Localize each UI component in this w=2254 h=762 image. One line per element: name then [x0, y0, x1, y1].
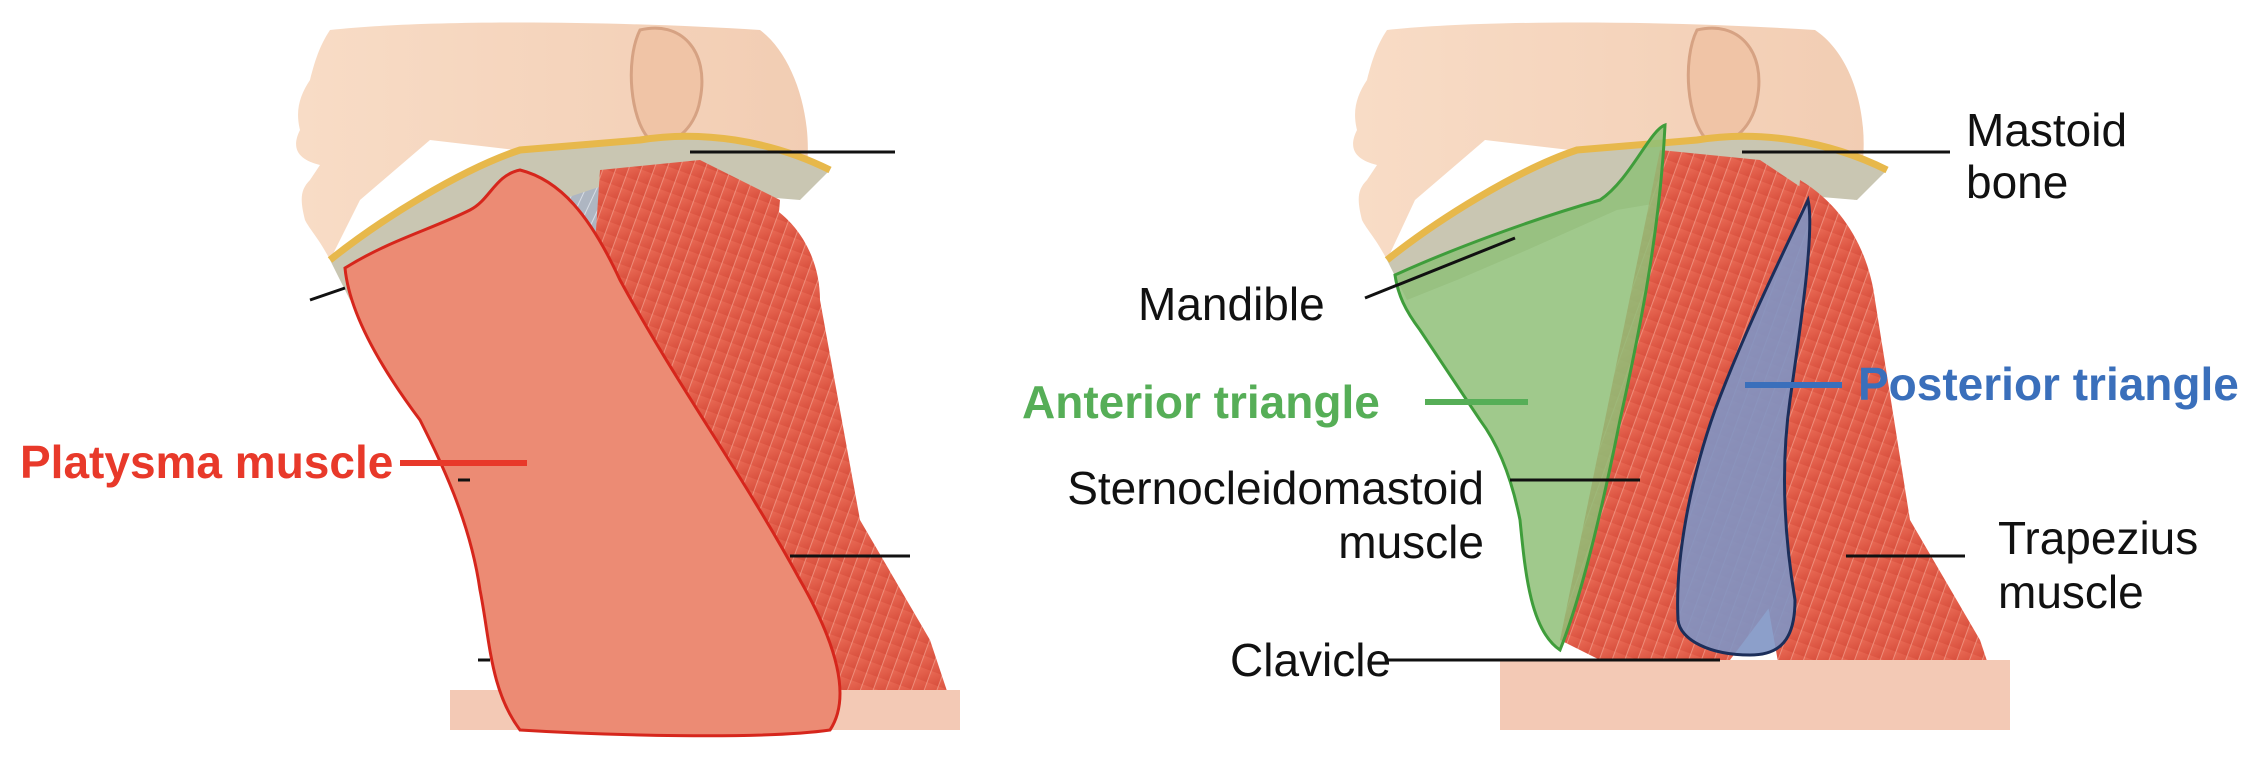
- scm-label-line2: muscle: [1338, 516, 1484, 568]
- trapezius-label-line2: muscle: [1998, 566, 2144, 618]
- mastoid-label-line2: bone: [1966, 156, 2069, 208]
- right-clavicle-area: [1500, 660, 2010, 730]
- right-neck-illustration: [1353, 22, 2010, 730]
- platysma-region: [343, 168, 842, 738]
- right-ear: [1686, 26, 1761, 145]
- mandible-leader-line: [1364, 236, 1516, 300]
- right-trapezius-muscle: [1760, 180, 2010, 730]
- platysma-label: Platysma muscle: [20, 436, 394, 488]
- anterior-triangle-label: Anterior triangle: [1022, 376, 1380, 428]
- left-neck-illustration: [296, 22, 960, 738]
- mandible-label: Mandible: [1138, 278, 1325, 330]
- mastoid-label-line1: Mastoid: [1966, 104, 2128, 156]
- posterior-triangle-region: [1676, 195, 1812, 657]
- left-ear: [629, 26, 704, 145]
- clavicle-label: Clavicle: [1230, 634, 1392, 686]
- scm-label-line1: Sternocleidomastoid: [1067, 462, 1484, 514]
- trapezius-label-line1: Trapezius: [1998, 512, 2199, 564]
- posterior-triangle-label: Posterior triangle: [1858, 358, 2239, 410]
